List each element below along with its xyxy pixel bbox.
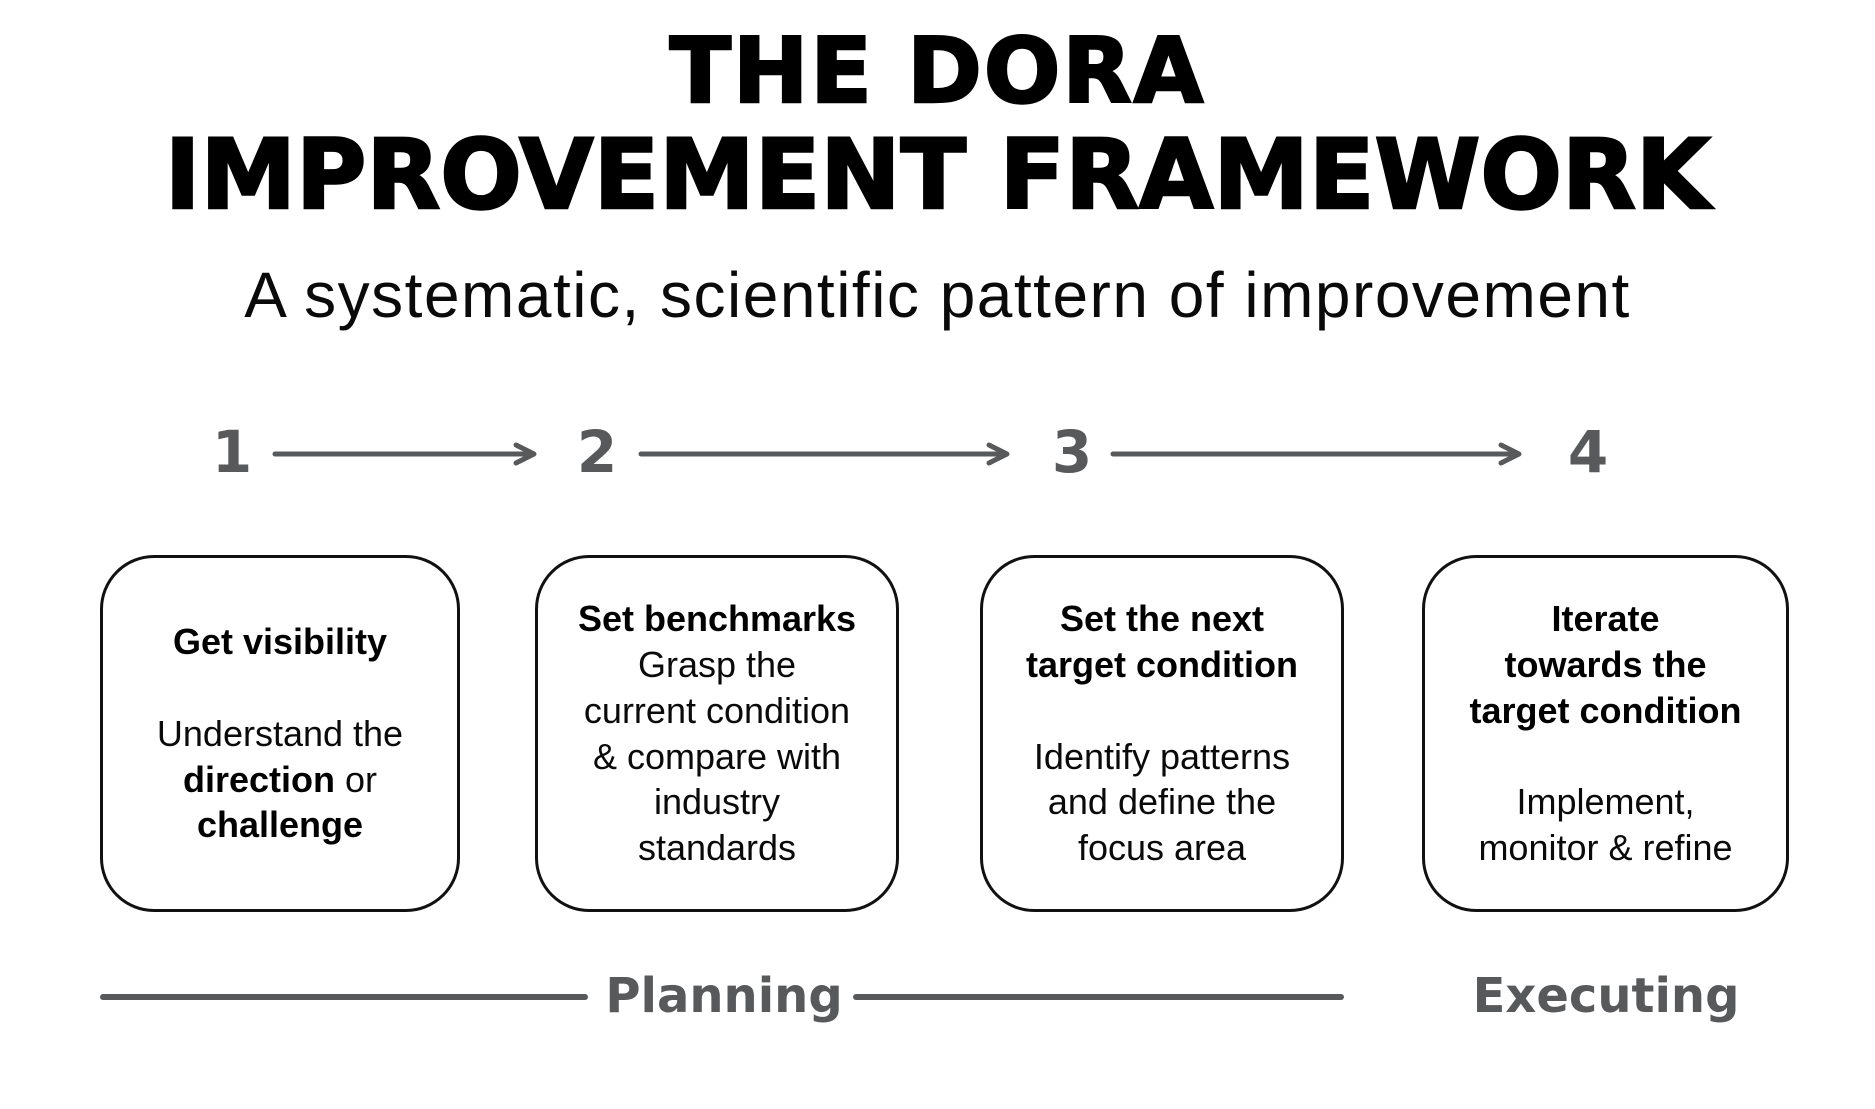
page-title: THE DORA IMPROVEMENT FRAMEWORK <box>0 19 1875 232</box>
arrow-right-icon <box>272 441 540 467</box>
box-body: Implement,monitor & refine <box>1478 781 1733 869</box>
executing-label: Executing <box>1472 968 1740 1024</box>
step-number-4: 4 <box>1567 418 1609 486</box>
planning-phase-line-left <box>100 994 588 1000</box>
planning-phase-line-right <box>853 994 1344 1000</box>
title-line-2: IMPROVEMENT FRAMEWORK <box>163 119 1711 232</box>
planning-label: Planning <box>605 968 843 1024</box>
subtitle: A systematic, scientific pattern of impr… <box>244 259 1631 331</box>
step-number-1: 1 <box>211 418 253 486</box>
arrow-right-icon <box>1110 441 1525 467</box>
arrow-right-icon <box>638 441 1013 467</box>
step-number-3: 3 <box>1051 418 1093 486</box>
box-title: Set benchmarks <box>577 598 857 640</box>
box-title: Get visibility <box>172 621 388 663</box>
title-line-1: THE DORA <box>668 19 1206 124</box>
step-number-2: 2 <box>576 418 618 486</box>
